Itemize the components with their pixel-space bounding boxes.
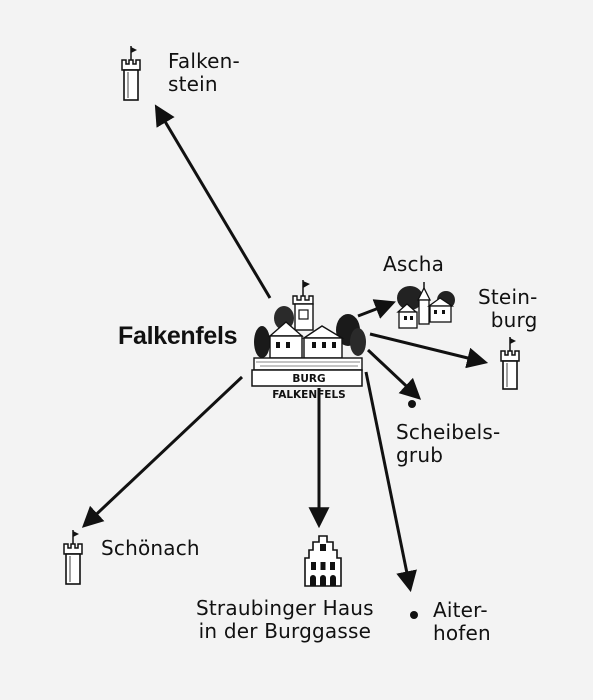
aiterhofen-dot-marker — [410, 611, 418, 619]
scheibelsgrub-dot-marker — [408, 400, 416, 408]
place-label-ascha: Ascha — [383, 252, 445, 276]
tower-icon — [121, 46, 141, 101]
arrow-to-scheibelsgrub — [366, 348, 422, 400]
castle-banner-label: BURG FALKENFELS — [272, 373, 346, 401]
village-icon — [396, 282, 455, 329]
arrow-to-falkenstein — [154, 104, 272, 299]
place-label-falkenstein: Falken- stein — [168, 49, 240, 96]
hub-label-falkenfels: Falkenfels — [118, 322, 238, 350]
castle-icon — [251, 280, 366, 387]
place-label-straubinger-haus: Straubinger Haus in der Burggasse — [196, 596, 374, 643]
tower-icon — [500, 337, 520, 390]
arrow-to-ascha — [357, 299, 396, 319]
place-label-aiterhofen: Aiter- hofen — [433, 598, 491, 645]
place-label-steinburg: Stein- burg — [478, 285, 538, 332]
arrow-to-steinburg — [369, 332, 489, 369]
arrow-to-schoenach — [81, 375, 244, 528]
place-label-scheibelsgrub: Scheibels- grub — [396, 420, 501, 467]
arrow-to-aiterhofen — [364, 371, 417, 593]
tower-icon — [63, 530, 83, 585]
place-label-schoenach: Schönach — [101, 536, 200, 560]
gabled-house-icon — [304, 535, 342, 587]
